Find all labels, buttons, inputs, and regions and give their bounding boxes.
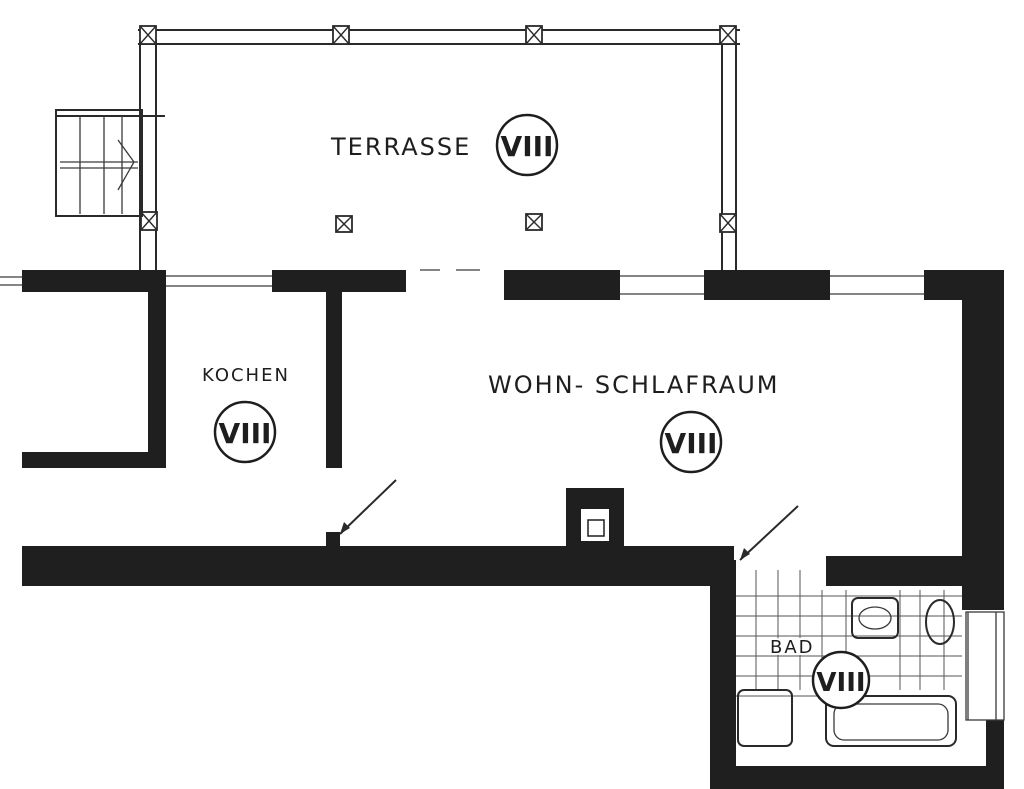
kitchen-badge-text: VIII xyxy=(219,417,272,450)
bath-badge-text: VIII xyxy=(816,668,865,698)
kitchen-label: KOCHEN xyxy=(202,365,290,386)
living-badge-text: VIII xyxy=(665,427,718,460)
column xyxy=(719,25,737,45)
column xyxy=(332,25,350,45)
column xyxy=(335,215,353,233)
living-badge: VIII xyxy=(659,410,723,474)
living-label: WOHN- SCHLAFRAUM xyxy=(488,371,780,399)
bath-badge: VIII xyxy=(811,650,871,710)
terrace-badge: VIII xyxy=(495,113,559,177)
column xyxy=(525,213,543,231)
terrace-stair xyxy=(55,109,165,217)
terrace-badge-text: VIII xyxy=(501,130,554,163)
bath-label: BAD xyxy=(770,637,815,658)
terrace-columns xyxy=(139,25,737,233)
column xyxy=(525,25,543,45)
door-arrows xyxy=(339,479,799,561)
walls xyxy=(22,270,1004,789)
column xyxy=(139,25,157,45)
terrace-label: TERRASSE xyxy=(330,133,471,161)
windows xyxy=(0,269,1005,721)
sink-basin xyxy=(858,606,892,630)
shower-tray xyxy=(737,689,793,747)
kitchen-badge: VIII xyxy=(213,400,277,464)
column xyxy=(140,211,158,231)
toilet xyxy=(925,599,955,645)
column xyxy=(719,213,737,233)
terrace-structure xyxy=(138,29,740,270)
bathtub xyxy=(825,695,957,747)
blank-area xyxy=(0,590,708,789)
sink xyxy=(851,597,899,639)
bath-fixtures xyxy=(737,597,957,747)
